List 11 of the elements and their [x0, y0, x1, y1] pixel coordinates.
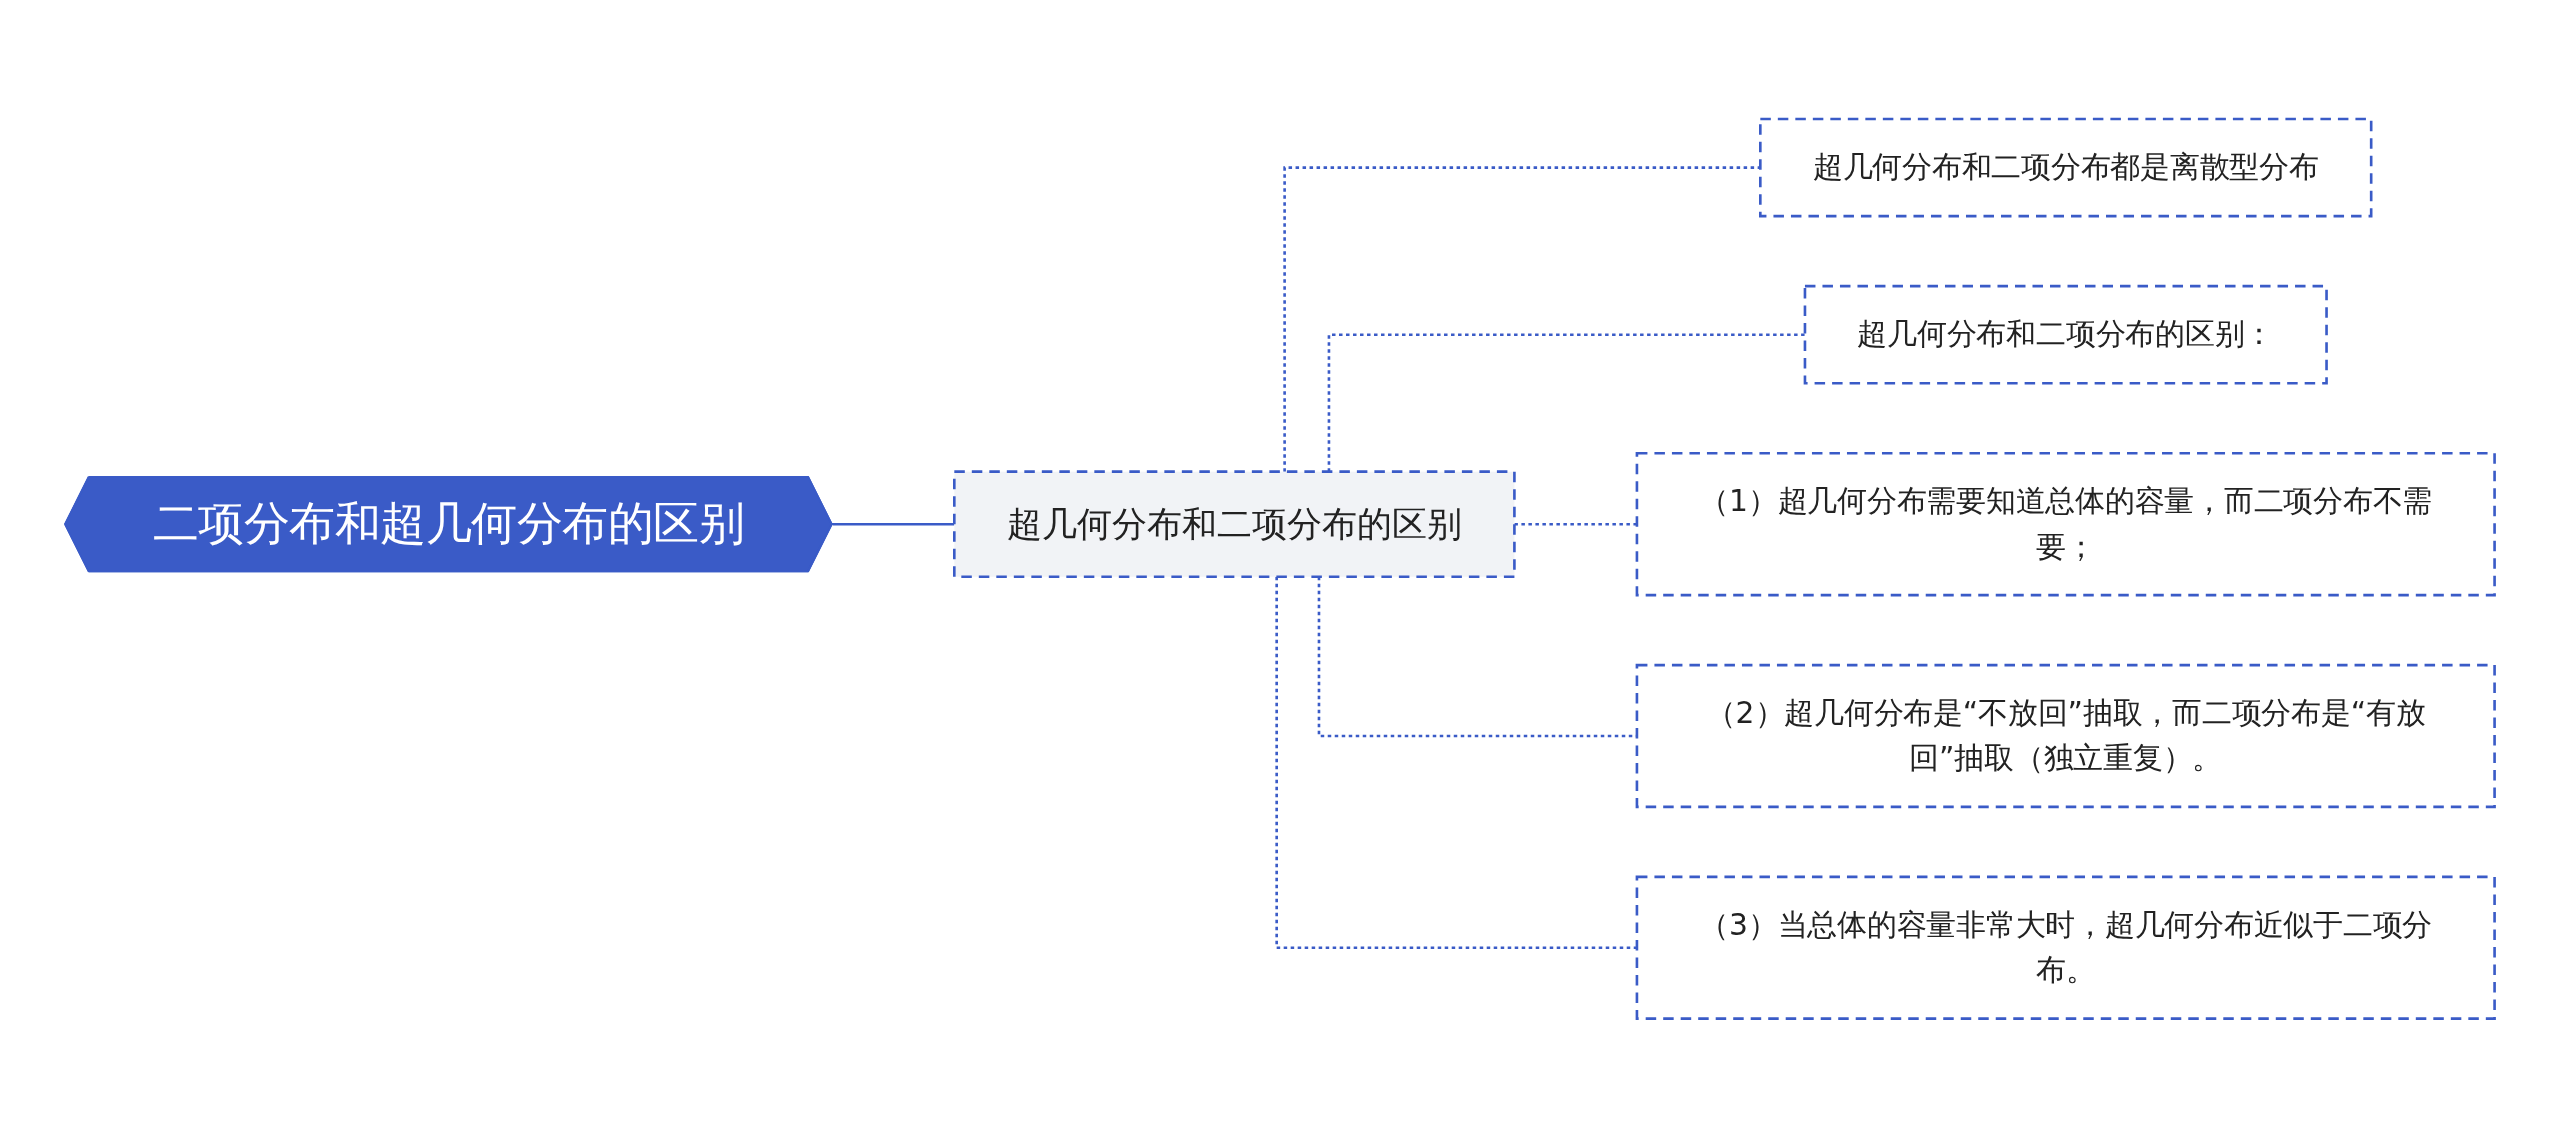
- node-box: [953, 470, 1516, 578]
- node-box: [1635, 663, 2497, 808]
- connector: [1327, 333, 1806, 472]
- node-box: [1803, 284, 2329, 385]
- node-box: [1635, 451, 2497, 597]
- node-box: [1759, 117, 2373, 218]
- connector: [1275, 576, 1638, 949]
- mind-map: 二项分布和超几何分布的区别 超几何分布和二项分布的区别 超几何分布和二项分布都是离散型分布 超几何分布和二项分布的区别： （1）超几何分布需要知道总体的容量，而二项分布不需要； （2）超几何分布是“不放回”抽取，而二项分布是“有放回”抽取（独立重复）。 （3）当总体的容量非常大时，超几何分布近似于二项分布。: [51, 104, 2509, 1033]
- connector: [1283, 165, 1761, 472]
- node-box: [1635, 875, 2497, 1020]
- connector: [831, 522, 955, 526]
